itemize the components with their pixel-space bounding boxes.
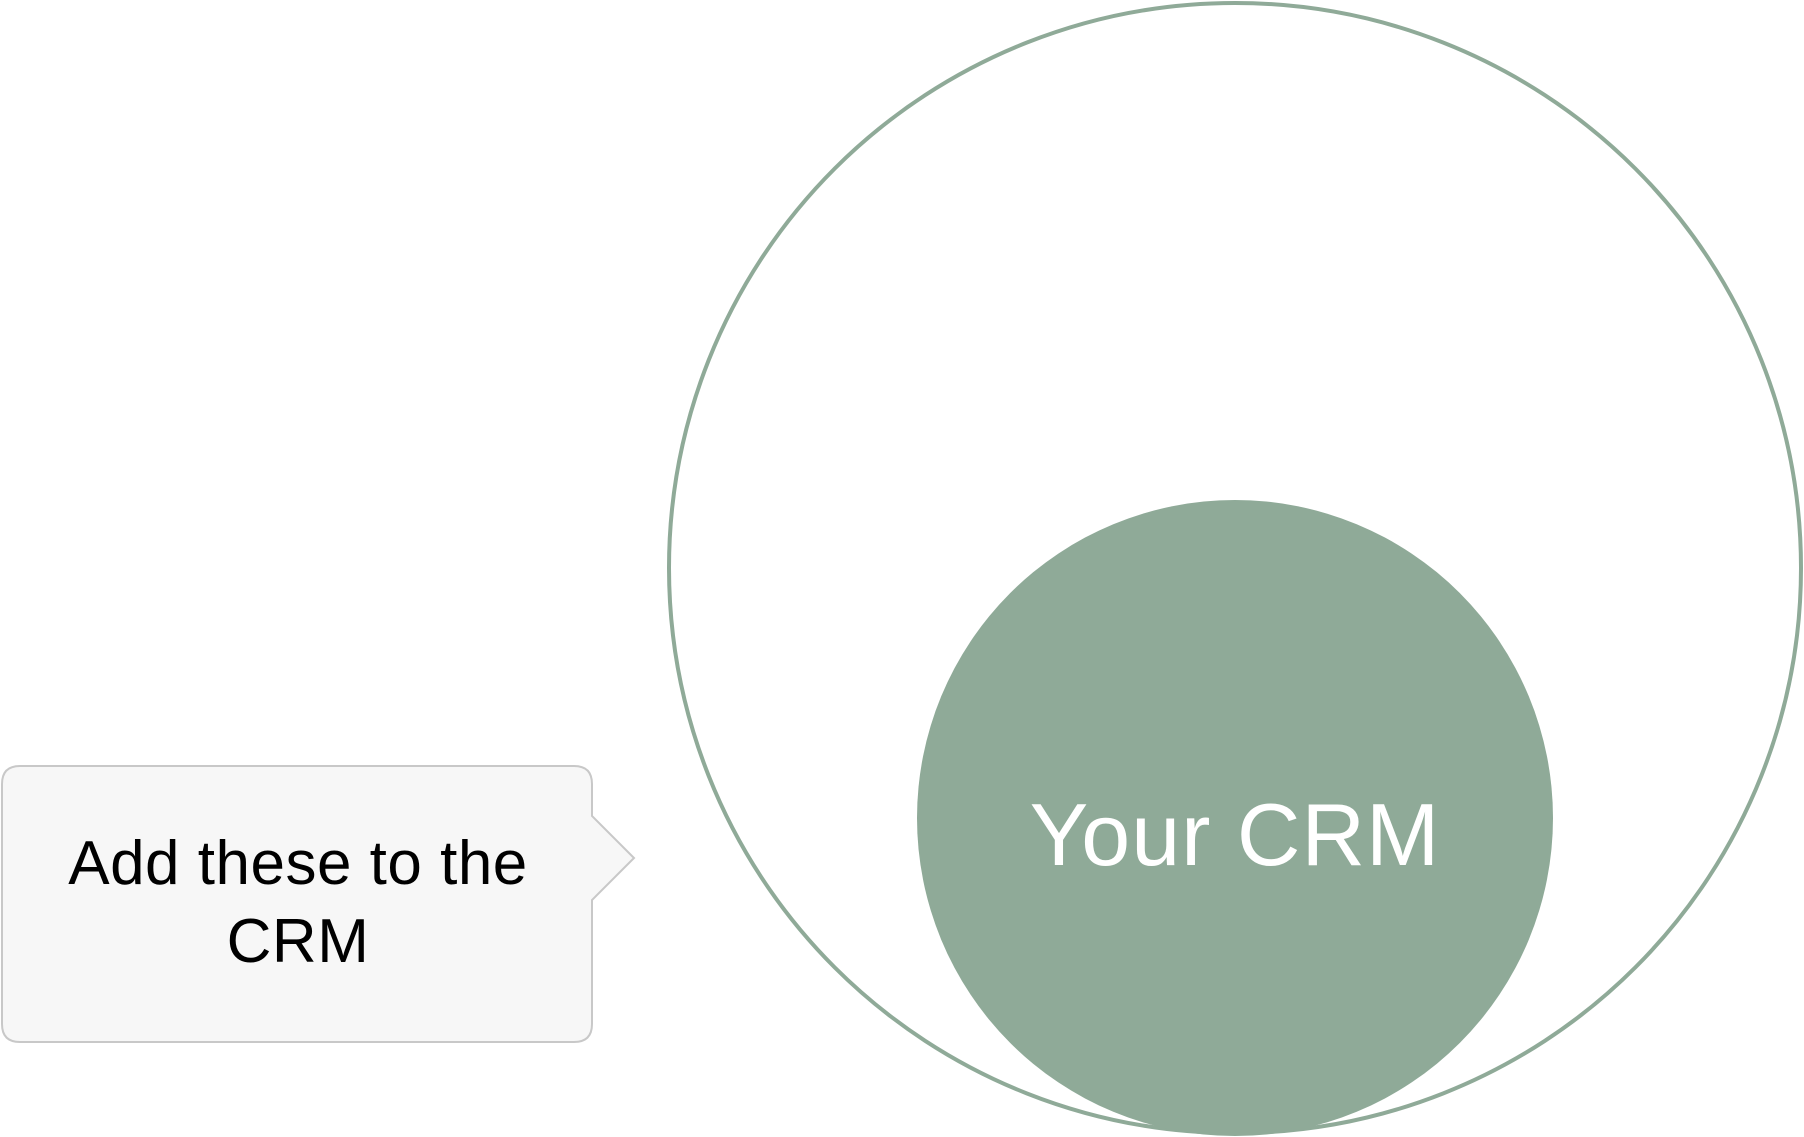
inner-circle — [917, 500, 1553, 1136]
callout-box — [1, 765, 636, 1043]
inner-circle-label: Your CRM — [1029, 785, 1441, 884]
callout-text: Add these to the CRM — [68, 829, 528, 976]
